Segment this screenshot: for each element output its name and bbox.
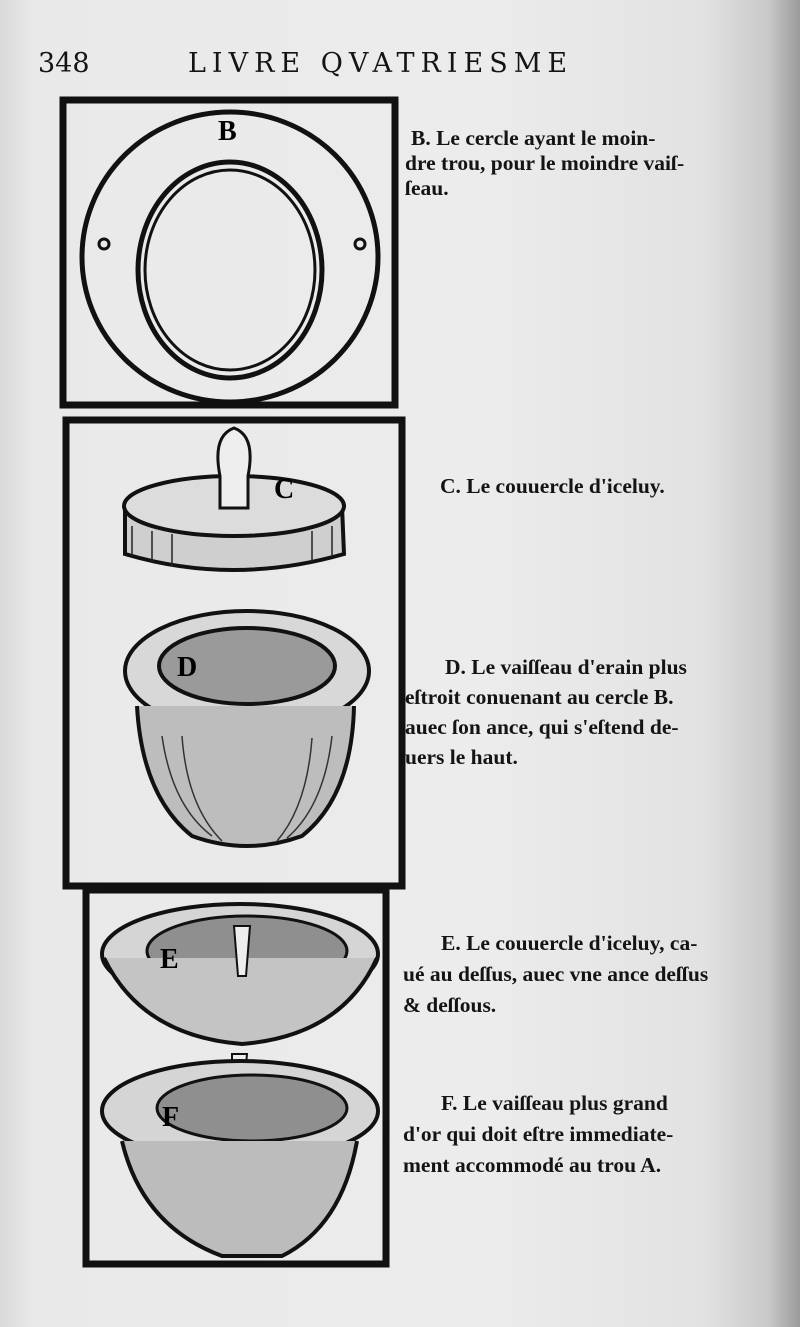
caption-d: D. Le vaiſſeau d'erain plus eſtroit conu… xyxy=(405,652,687,772)
caption-line: E. Le couuercle d'iceluy, ca- xyxy=(441,931,698,955)
figure-label-e: E xyxy=(160,944,179,975)
caption-line: C. Le couuercle d'iceluy. xyxy=(440,474,665,498)
caption-line: ué au deſſus, auec vne ance deſſus xyxy=(403,962,709,986)
caption-line: F. Le vaiſſeau plus grand xyxy=(441,1091,668,1115)
running-title: LIVRE QVATRIESME xyxy=(188,48,574,79)
caption-line: uers le haut. xyxy=(405,745,518,769)
caption-line: ment accommodé au trou A. xyxy=(403,1153,662,1177)
caption-line: & deſſous. xyxy=(403,993,497,1017)
caption-line: eſtroit conuenant au cercle B. xyxy=(405,685,674,709)
page-number: 348 xyxy=(38,48,90,79)
caption-line: B. Le cercle ayant le moin- xyxy=(411,126,656,150)
figure-cd-lid-and-vessel: C D xyxy=(62,416,406,890)
caption-c: C. Le couuercle d'iceluy. xyxy=(440,474,665,499)
caption-f: F. Le vaiſſeau plus grand d'or qui doit … xyxy=(403,1088,673,1181)
caption-line: ſeau. xyxy=(405,176,449,200)
caption-line: D. Le vaiſſeau d'erain plus xyxy=(445,655,687,679)
figure-label-c: C xyxy=(274,474,294,505)
caption-b: B. Le cercle ayant le moin- dre trou, po… xyxy=(405,126,684,201)
caption-line: auec ſon ance, qui s'eſtend de- xyxy=(405,715,679,739)
figure-label-b: B xyxy=(218,116,237,147)
figure-label-d: D xyxy=(177,652,197,683)
figure-b-ring: B xyxy=(59,96,399,409)
figure-ef-cover-and-vessel: E F xyxy=(82,886,390,1268)
caption-e: E. Le couuercle d'iceluy, ca- ué au deſſ… xyxy=(403,928,708,1021)
figure-label-f: F xyxy=(162,1102,179,1133)
caption-line: dre trou, pour le moindre vaiſ- xyxy=(405,151,685,175)
caption-line: d'or qui doit eſtre immediate- xyxy=(403,1122,674,1146)
